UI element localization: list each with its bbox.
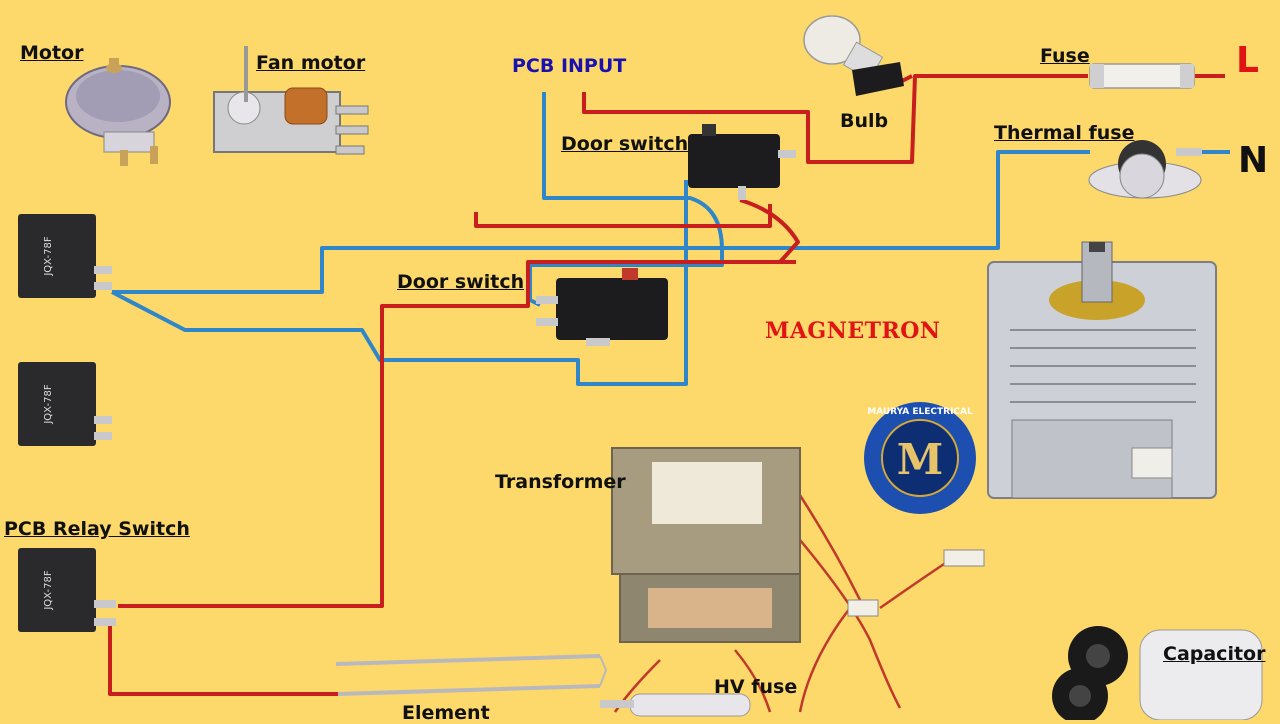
label-fuse: Fuse bbox=[1040, 45, 1090, 67]
neutral-wire-lower bbox=[111, 180, 688, 386]
label-transformer: Transformer bbox=[495, 471, 626, 493]
magnetron-icon bbox=[987, 241, 1217, 499]
relay-to-element bbox=[108, 626, 338, 696]
live-wires bbox=[108, 74, 1225, 696]
hv-wire-2 bbox=[799, 539, 902, 709]
hv-wire-4 bbox=[798, 607, 851, 713]
hv-fuse-icon bbox=[600, 693, 751, 717]
transformer-icon bbox=[611, 447, 801, 643]
door-switch-mid-icon bbox=[536, 268, 668, 346]
label-pcb-relay-switch: PCB Relay Switch bbox=[4, 518, 190, 540]
pcb-red-wire bbox=[474, 204, 772, 228]
neutral-wires bbox=[111, 92, 1230, 386]
svg-text:MAURYA ELECTRICAL: MAURYA ELECTRICAL bbox=[867, 407, 973, 417]
pcb-input-wire bbox=[528, 92, 724, 307]
label-fan-motor: Fan motor bbox=[256, 52, 366, 74]
svg-text:JQX-78F: JQX-78F bbox=[43, 384, 54, 425]
maurya-logo: M MAURYA ELECTRICAL bbox=[864, 402, 976, 514]
label-neutral-terminal: N bbox=[1238, 140, 1269, 181]
label-door-switch-mid: Door switch bbox=[397, 271, 525, 293]
label-capacitor: Capacitor bbox=[1163, 643, 1266, 665]
relay-to-doorswitch bbox=[118, 260, 796, 608]
label-door-switch-top: Door switch bbox=[561, 133, 689, 155]
hv-wire-6 bbox=[734, 649, 772, 713]
label-magnetron: MAGNETRON bbox=[765, 318, 941, 344]
pcb-relay-2-icon: JQX-78F bbox=[18, 362, 112, 446]
pcb-relay-1-icon: JQX-78F bbox=[18, 214, 112, 298]
svg-text:JQX-78F: JQX-78F bbox=[43, 236, 54, 277]
pcb-relay-3-icon: JQX-78F bbox=[18, 548, 116, 632]
fuse-icon bbox=[1089, 63, 1195, 89]
thermal-fuse-icon bbox=[1088, 140, 1202, 199]
label-thermal-fuse: Thermal fuse bbox=[994, 122, 1135, 144]
label-pcb-input: PCB INPUT bbox=[512, 55, 627, 77]
capacitor-icon bbox=[1052, 626, 1263, 720]
fan-motor-icon bbox=[213, 46, 369, 155]
label-live-terminal: L bbox=[1236, 40, 1259, 81]
svg-text:M: M bbox=[897, 435, 944, 484]
bulb-icon bbox=[803, 15, 904, 96]
svg-text:JQX-78F: JQX-78F bbox=[43, 570, 54, 611]
label-element: Element bbox=[402, 702, 490, 724]
label-bulb: Bulb bbox=[840, 110, 889, 132]
door-switch-link bbox=[739, 198, 800, 264]
label-hv-fuse: HV fuse bbox=[714, 676, 798, 698]
live-wire-fuse bbox=[582, 74, 1225, 164]
hv-connectors bbox=[847, 549, 985, 617]
motor-icon bbox=[65, 58, 171, 166]
door-switch-top-icon bbox=[688, 124, 796, 200]
label-motor: Motor bbox=[20, 42, 84, 64]
hv-wire-3 bbox=[879, 558, 951, 610]
neutral-wire-main bbox=[112, 150, 1230, 294]
heater-element-icon bbox=[335, 654, 608, 696]
